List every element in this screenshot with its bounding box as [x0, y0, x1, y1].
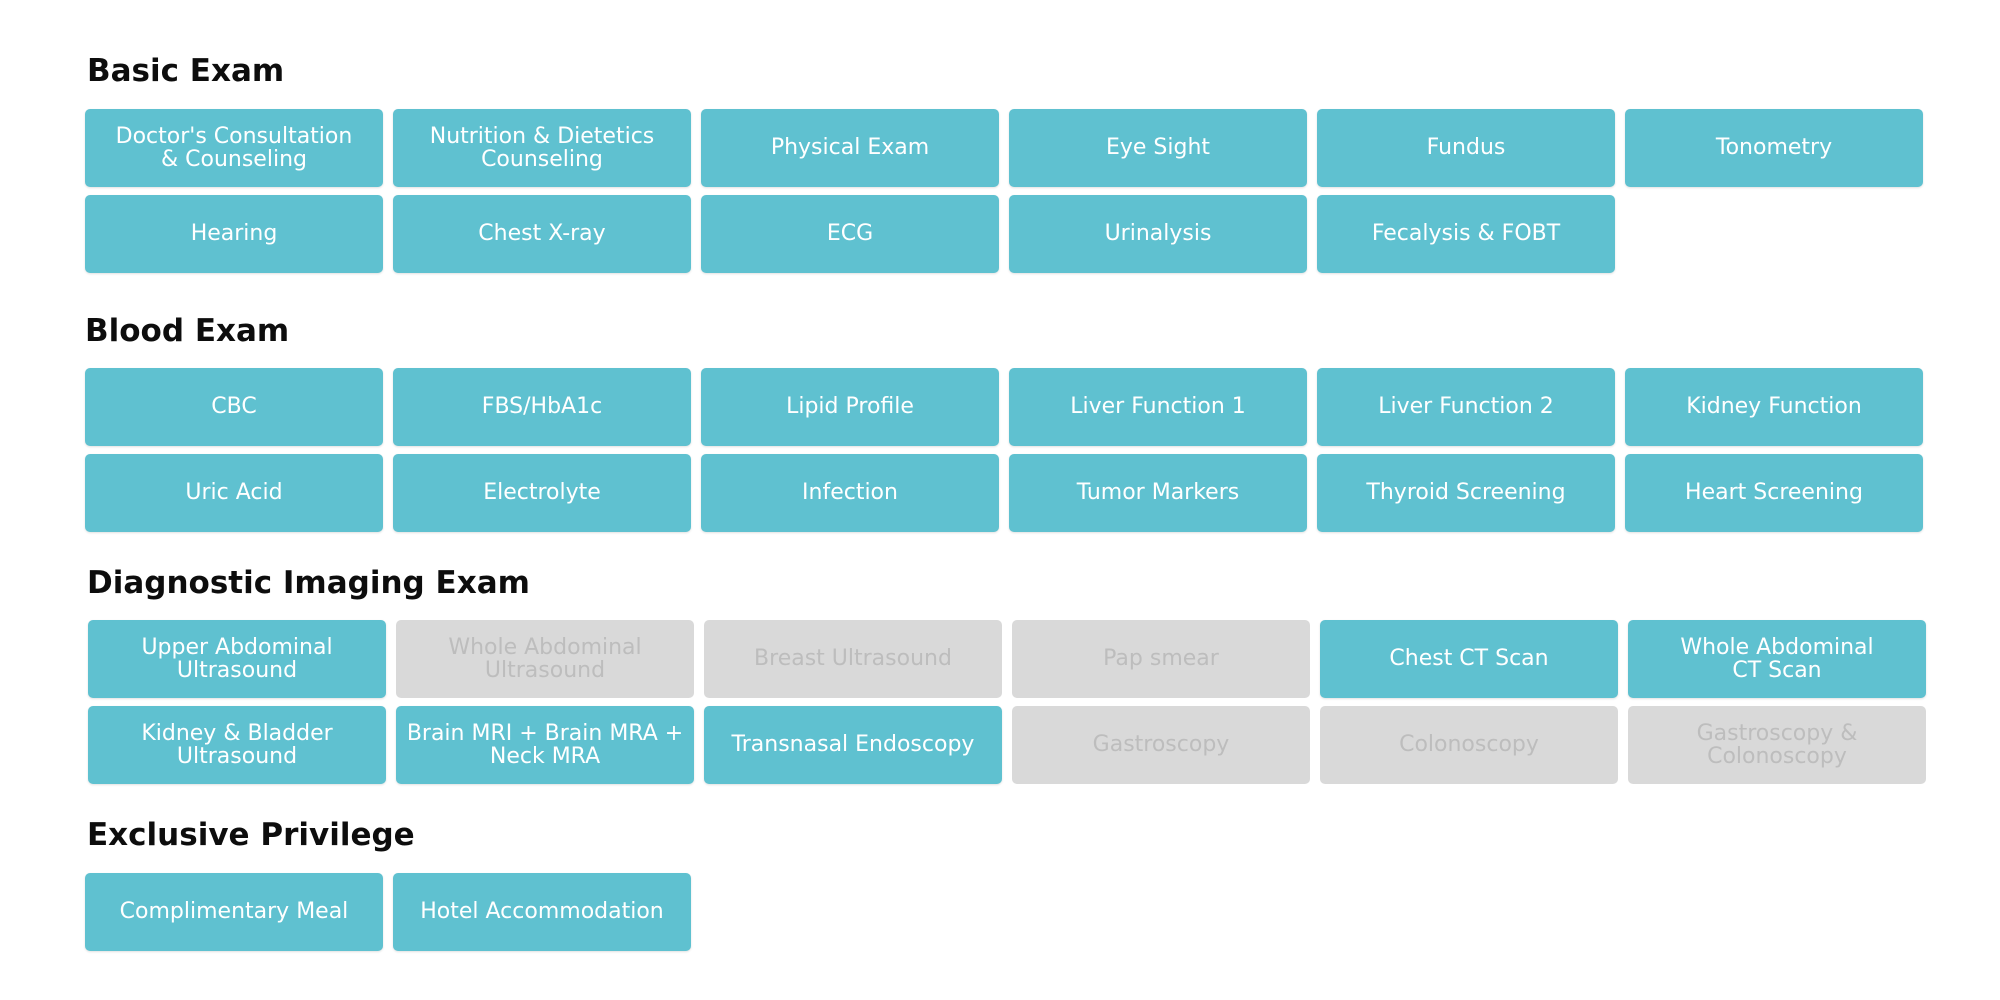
exam-option-hotel-accommodation[interactable]: Hotel Accommodation: [393, 873, 691, 951]
exam-option-chest-ct-scan[interactable]: Chest CT Scan: [1320, 620, 1618, 698]
section-title-basic-exam: Basic Exam: [87, 53, 285, 89]
exam-option-pap-smear: Pap smear: [1012, 620, 1310, 698]
exam-option-tonometry[interactable]: Tonometry: [1625, 109, 1923, 187]
exam-option-gastroscopy: Gastroscopy: [1012, 706, 1310, 784]
exam-option-cbc[interactable]: CBC: [85, 368, 383, 446]
exam-option-infection[interactable]: Infection: [701, 454, 999, 532]
exam-option-colonoscopy: Colonoscopy: [1320, 706, 1618, 784]
section-title-blood-exam: Blood Exam: [85, 313, 290, 349]
exam-option-heart-screening[interactable]: Heart Screening: [1625, 454, 1923, 532]
exam-option-doctor-s-consultation-and-counseling[interactable]: Doctor's Consultation & Counseling: [85, 109, 383, 187]
exam-option-transnasal-endoscopy[interactable]: Transnasal Endoscopy: [704, 706, 1002, 784]
exam-option-liver-function-1[interactable]: Liver Function 1: [1009, 368, 1307, 446]
exam-option-urinalysis[interactable]: Urinalysis: [1009, 195, 1307, 273]
exam-option-breast-ultrasound: Breast Ultrasound: [704, 620, 1002, 698]
exam-option-kidney-and-bladder-ultrasound[interactable]: Kidney & Bladder Ultrasound: [88, 706, 386, 784]
exam-option-hearing[interactable]: Hearing: [85, 195, 383, 273]
exam-option-liver-function-2[interactable]: Liver Function 2: [1317, 368, 1615, 446]
exam-option-ecg[interactable]: ECG: [701, 195, 999, 273]
exam-option-eye-sight[interactable]: Eye Sight: [1009, 109, 1307, 187]
exam-option-whole-abdominal-ct-scan[interactable]: Whole Abdominal CT Scan: [1628, 620, 1926, 698]
exam-option-whole-abdominal-ultrasound: Whole Abdominal Ultrasound: [396, 620, 694, 698]
exam-option-kidney-function[interactable]: Kidney Function: [1625, 368, 1923, 446]
exam-option-fbs-hba1c[interactable]: FBS/HbA1c: [393, 368, 691, 446]
exam-option-physical-exam[interactable]: Physical Exam: [701, 109, 999, 187]
exam-option-upper-abdominal-ultrasound[interactable]: Upper Abdominal Ultrasound: [88, 620, 386, 698]
exam-option-gastroscopy-and-colonoscopy: Gastroscopy & Colonoscopy: [1628, 706, 1926, 784]
exam-option-electrolyte[interactable]: Electrolyte: [393, 454, 691, 532]
exam-option-uric-acid[interactable]: Uric Acid: [85, 454, 383, 532]
exam-option-lipid-profile[interactable]: Lipid Profile: [701, 368, 999, 446]
exam-option-tumor-markers[interactable]: Tumor Markers: [1009, 454, 1307, 532]
exam-option-nutrition-and-dietetics-counseling[interactable]: Nutrition & Dietetics Counseling: [393, 109, 691, 187]
exam-option-fundus[interactable]: Fundus: [1317, 109, 1615, 187]
exam-option-thyroid-screening[interactable]: Thyroid Screening: [1317, 454, 1615, 532]
exam-option-brain-mri-brain-mra-neck-mra[interactable]: Brain MRI + Brain MRA + Neck MRA: [396, 706, 694, 784]
exam-option-chest-x-ray[interactable]: Chest X-ray: [393, 195, 691, 273]
section-title-diagnostic-imaging-exam: Diagnostic Imaging Exam: [87, 565, 530, 601]
exam-option-complimentary-meal[interactable]: Complimentary Meal: [85, 873, 383, 951]
exam-option-fecalysis-and-fobt[interactable]: Fecalysis & FOBT: [1317, 195, 1615, 273]
section-title-exclusive-privilege: Exclusive Privilege: [87, 817, 415, 853]
